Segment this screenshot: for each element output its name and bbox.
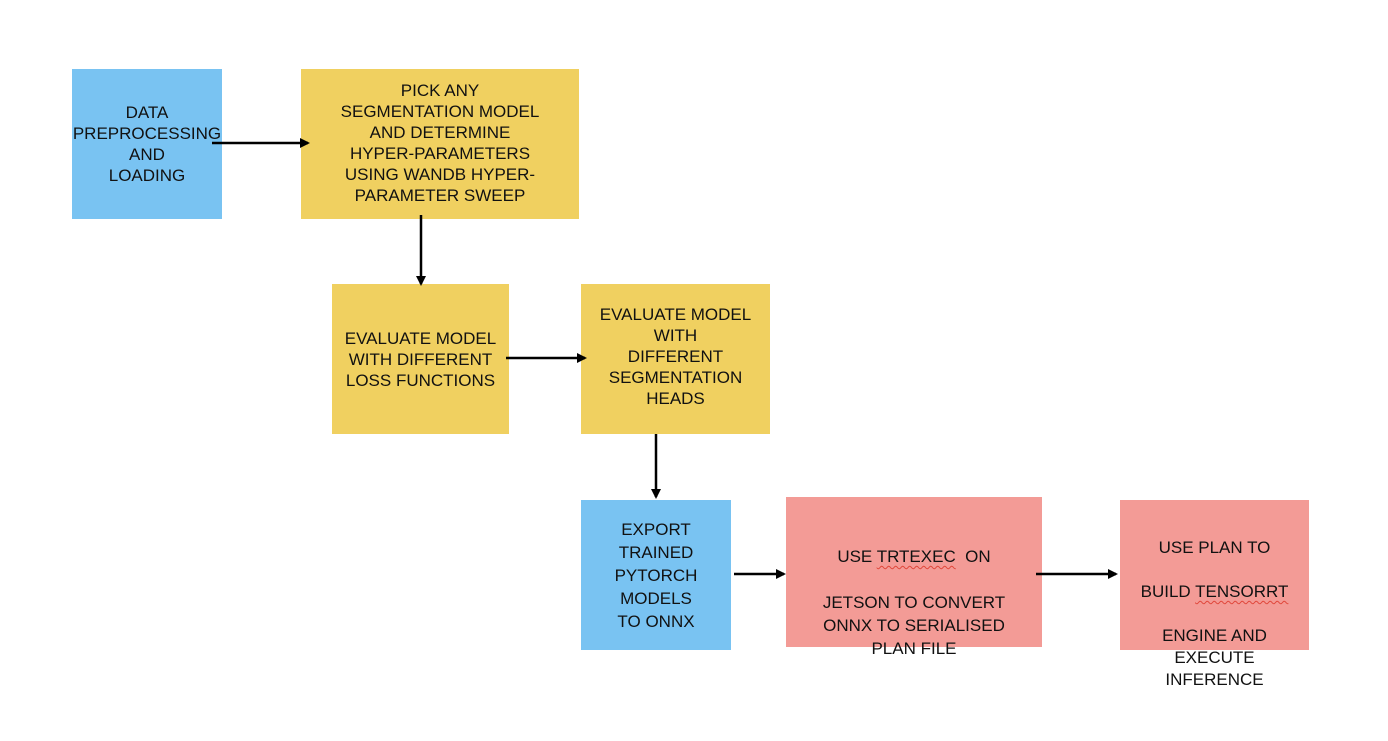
trtexec-line1: USE TRTEXEC ON	[823, 545, 1005, 568]
trtexec-word: TRTEXEC	[876, 547, 956, 566]
evaluate-heads-label: EVALUATE MODEL WITH DIFFERENT SEGMENTATI…	[599, 305, 752, 408]
build-engine-text: USE PLAN TO BUILD TENSORRT ENGINE AND EX…	[1141, 515, 1289, 713]
build-engine-prefix: BUILD	[1140, 582, 1196, 601]
build-engine-line2: BUILD TENSORRT	[1141, 581, 1289, 603]
trtexec-rest: JETSON TO CONVERT ONNX TO SERIALISED PLA…	[822, 593, 1006, 658]
trtexec-suffix: ON	[955, 547, 991, 566]
evaluate-loss-label: EVALUATE MODEL WITH DIFFERENT LOSS FUNCT…	[344, 328, 497, 390]
trtexec-prefix: USE	[837, 547, 877, 566]
pick-model-node: PICK ANY SEGMENTATION MODEL AND DETERMIN…	[301, 69, 579, 219]
build-engine-line1: USE PLAN TO	[1158, 538, 1271, 557]
build-engine-node: USE PLAN TO BUILD TENSORRT ENGINE AND EX…	[1120, 500, 1309, 689]
evaluate-loss-node: EVALUATE MODEL WITH DIFFERENT LOSS FUNCT…	[332, 284, 509, 434]
data-preprocessing-node: DATA PREPROCESSING AND LOADING	[72, 69, 222, 219]
evaluate-heads-node: EVALUATE MODEL WITH DIFFERENT SEGMENTATI…	[581, 284, 770, 434]
pick-model-label: PICK ANY SEGMENTATION MODEL AND DETERMIN…	[340, 81, 540, 205]
trtexec-text: USE TRTEXEC ON JETSON TO CONVERT ONNX TO…	[823, 522, 1005, 683]
build-engine-word: TENSORRT	[1195, 582, 1289, 601]
trtexec-node: USE TRTEXEC ON JETSON TO CONVERT ONNX TO…	[786, 497, 1042, 658]
build-engine-rest: ENGINE AND EXECUTE INFERENCE	[1162, 626, 1267, 689]
export-onnx-label: EXPORT TRAINED PYTORCH MODELS TO ONNX	[614, 519, 698, 631]
data-preprocessing-label: DATA PREPROCESSING AND LOADING	[72, 103, 222, 185]
export-onnx-node: EXPORT TRAINED PYTORCH MODELS TO ONNX	[581, 500, 731, 650]
